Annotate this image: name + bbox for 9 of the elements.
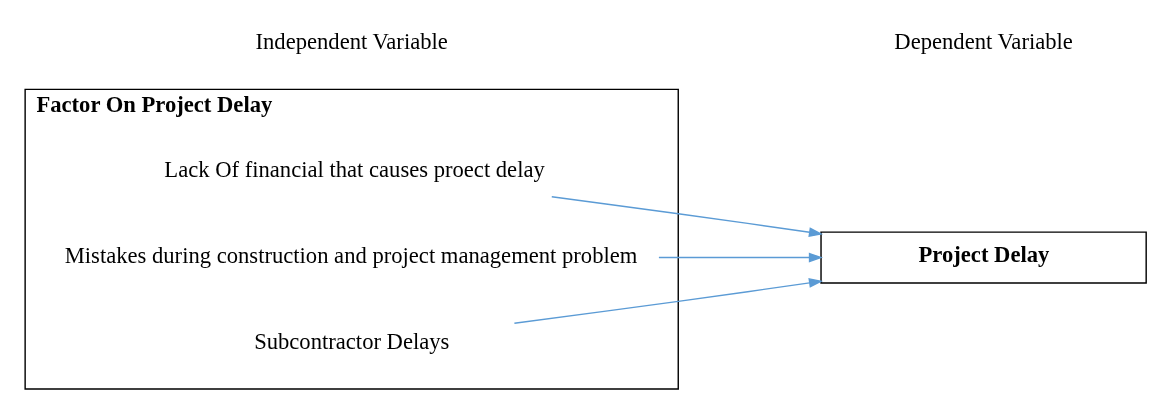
node-text: Subcontractor Delays bbox=[254, 328, 450, 354]
node-box: Project Delay bbox=[820, 230, 1147, 284]
node-text: Mistakes during construction and project management problem bbox=[64, 242, 638, 268]
label: Dependent Variable bbox=[894, 28, 1073, 54]
arrow bbox=[513, 277, 824, 324]
arrow bbox=[551, 195, 824, 237]
node-text: Lack Of financial that causes proect delay bbox=[164, 156, 545, 182]
arrow bbox=[658, 252, 823, 262]
label: Independent Variable bbox=[255, 28, 448, 54]
